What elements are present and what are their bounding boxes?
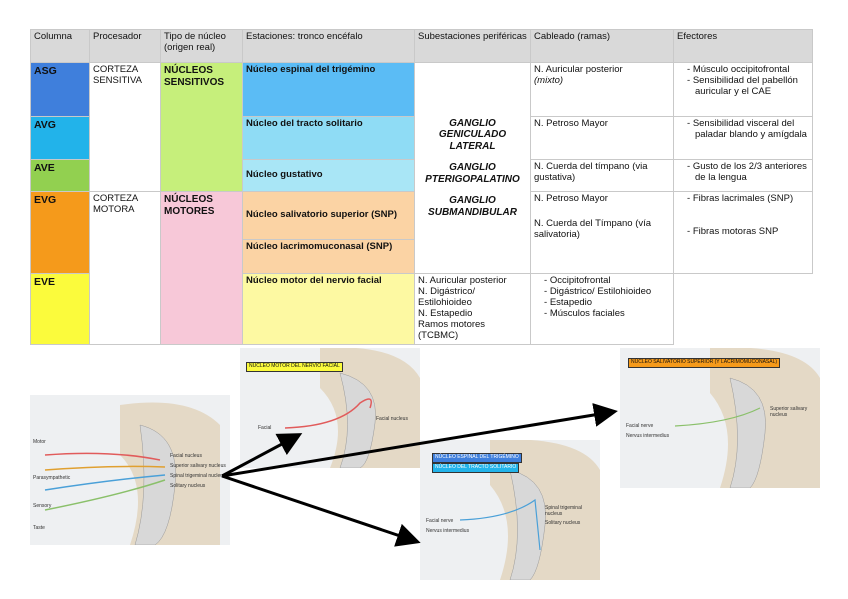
wiring-evg: N. Petroso Mayor N. Cuerda del Tímpano (… (530, 191, 674, 274)
cranial-nerve-table: Columna Procesador Tipo de núcleo (orige… (30, 29, 813, 345)
effectors-avg: Sensibilidad visceral del paladar blando… (673, 116, 813, 160)
label-solitary-bottom: Solitary nucleus (545, 520, 581, 526)
label-salivary-box: NÚCLEO SALIVATORIO SUPERIOR (Y LACRIMOMU… (628, 358, 781, 368)
anatomy-salivary-image: NÚCLEO SALIVATORIO SUPERIOR (Y LACRIMOMU… (620, 348, 820, 488)
label-facial-motor-box: NÚCLEO MOTOR DEL NERVIO FACIAL (246, 362, 343, 372)
header-cableado: Cableado (ramas) (530, 29, 674, 63)
legend-sensory: Sensory (33, 503, 52, 509)
processor-motor: CORTEZA MOTORA (89, 191, 161, 345)
wiring-item: N. Auricular posterior (418, 275, 507, 286)
label-facial-nucleus-top: Facial nucleus (376, 416, 408, 422)
wiring-evg-2: N. Cuerda del Tímpano (vía salivatoria) (534, 217, 652, 240)
effector-item: Gusto de los 2/3 anteriores de la lengua (687, 161, 809, 184)
column-evg: EVG (30, 191, 90, 274)
header-efectores: Efectores (673, 29, 813, 63)
effectors-ave: Gusto de los 2/3 anteriores de la lengua (673, 159, 813, 192)
wiring-item: N. Digástrico/ Estilohioideo (418, 285, 476, 308)
effector-item: Sensibilidad del pabellón auricular y el… (687, 75, 809, 98)
label-solitary: Solitary nucleus (170, 483, 206, 489)
table-row: Núcleo lacrimomuconasal (SNP) (31, 239, 813, 274)
label-nervus-intermedius-bottom: Nervus intermedius (426, 528, 470, 534)
effector-item: Músculos faciales (544, 308, 670, 320)
wiring-eve: N. Auricular posterior N. Digástrico/ Es… (414, 273, 531, 345)
label-superior-salivary: Superior salivary nucleus (170, 463, 226, 469)
ganglion-geniculate: GANGLIO GENICULADO LATERAL (438, 117, 507, 152)
salivary-drawing (674, 348, 820, 488)
table-row: AVG Núcleo del tracto solitario N. Petro… (30, 116, 813, 160)
wiring-item: Ramos motores (TCBMC) (418, 318, 486, 341)
label-spinal-trigeminal-box: NÚCLEO ESPINAL DEL TRIGÉMINO (432, 453, 522, 463)
legend-parasympathetic: Parasympathetic (33, 475, 71, 481)
station-asg: Núcleo espinal del trigémino (242, 62, 415, 117)
label-facial-nucleus: Facial nucleus (170, 453, 202, 459)
column-eve: EVE (30, 273, 90, 345)
label-facial-nerve-bottom: Facial nerve (426, 518, 454, 524)
wiring-avg: N. Petroso Mayor (530, 116, 674, 160)
wiring-asg-text: N. Auricular posterior (534, 64, 623, 75)
effector-item: Occipitofrontal (544, 275, 670, 287)
arrow-to-sensory (221, 474, 421, 547)
effectors-evg: Fibras lacrimales (SNP) Fibras motoras S… (673, 191, 813, 274)
header-procesador: Procesador (89, 29, 161, 63)
wiring-item: N. Estapedio (418, 307, 473, 319)
table-row: EVG CORTEZA MOTORA NÚCLEOS MOTORES Núcle… (30, 191, 813, 345)
anatomy-facial-motor-image: NÚCLEO MOTOR DEL NERVIO FACIAL Facial nu… (240, 348, 420, 468)
station-eve: Núcleo motor del nervio facial (242, 273, 415, 345)
column-avg: AVG (30, 116, 90, 160)
effector-item: Digástrico/ Estilohioideo (544, 286, 670, 298)
effectors-eve: Occipitofrontal Digástrico/ Estilohioide… (530, 273, 674, 345)
effector-item: Fibras lacrimales (SNP) (687, 193, 809, 205)
station-ave: Núcleo gustativo (242, 159, 415, 192)
wiring-ave: N. Cuerda del tímpano (via gustativa) (530, 159, 674, 192)
wiring-asg: N. Auricular posterior(mixto) (530, 62, 674, 117)
ganglion-pterygopalatine: GANGLIO PTERIGOPALATINO (425, 162, 520, 185)
wiring-asg-note: (mixto) (534, 74, 564, 86)
label-spinal-trigeminal: Spinal trigeminal nucleus (170, 473, 226, 479)
station-evg-2: Núcleo lacrimomuconasal (SNP) (242, 239, 415, 274)
processor-sensitive: CORTEZA SENSITIVA (89, 62, 161, 192)
label-facial-top: Facial (258, 425, 272, 431)
label-nervus-intermedius-right: Nervus intermedius (626, 433, 670, 439)
label-spinal-trigeminal-bottom: Spinal trigeminal nucleus (545, 505, 582, 517)
nucleus-type-sensitive: NÚCLEOS SENSITIVOS (160, 62, 243, 192)
column-asg: ASG (30, 62, 90, 117)
table-row: EVE Núcleo motor del nervio facial N. Au… (30, 273, 813, 345)
wiring-evg-1: N. Petroso Mayor (534, 193, 608, 204)
label-superior-salivary-right: Superior salivary nucleus (770, 406, 808, 418)
label-facial-nerve-right: Facial nerve (626, 423, 654, 429)
effectors-asg: Músculo occipitofrontalSensibilidad del … (673, 62, 813, 117)
anatomy-main-image: Motor Parasympathetic Sensory Taste Faci… (30, 395, 230, 545)
brainstem-drawing (44, 402, 220, 545)
table-row: AVE Núcleo gustativo N. Cuerda del tímpa… (30, 159, 813, 192)
column-ave: AVE (30, 159, 90, 192)
station-avg: Núcleo del tracto solitario (242, 116, 415, 160)
ganglia-cell: GANGLIO GENICULADO LATERAL GANGLIO PTERI… (414, 62, 531, 274)
effector-item: Sensibilidad visceral del paladar blando… (687, 118, 809, 141)
station-evg-1: Núcleo salivatorio superior (SNP) (242, 191, 415, 240)
effector-item: Fibras motoras SNP (687, 226, 809, 238)
effector-item: Estapedio (544, 297, 670, 309)
effector-item: Músculo occipitofrontal (687, 64, 809, 76)
ganglion-submandibular: GANGLIO SUBMANDIBULAR (428, 195, 517, 218)
header-estaciones: Estaciones: tronco encéfalo (242, 29, 415, 63)
header-tipo-nucleo: Tipo de núcleo (origen real) (160, 29, 243, 63)
label-solitary-box: NÚCLEO DEL TRACTO SOLITARIO (432, 463, 520, 473)
anatomy-sensory-image: NÚCLEO ESPINAL DEL TRIGÉMINO NÚCLEO DEL … (420, 440, 600, 580)
nucleus-type-motor: NÚCLEOS MOTORES (160, 191, 243, 345)
legend-motor: Motor (33, 439, 46, 445)
header-columna: Columna (30, 29, 90, 63)
table-row: ASG CORTEZA SENSITIVA NÚCLEOS SENSITIVOS… (30, 62, 813, 274)
table-header-row: Columna Procesador Tipo de núcleo (orige… (30, 29, 813, 63)
header-subestaciones: Subestaciones periféricas (414, 29, 531, 63)
legend-taste: Taste (33, 525, 45, 531)
